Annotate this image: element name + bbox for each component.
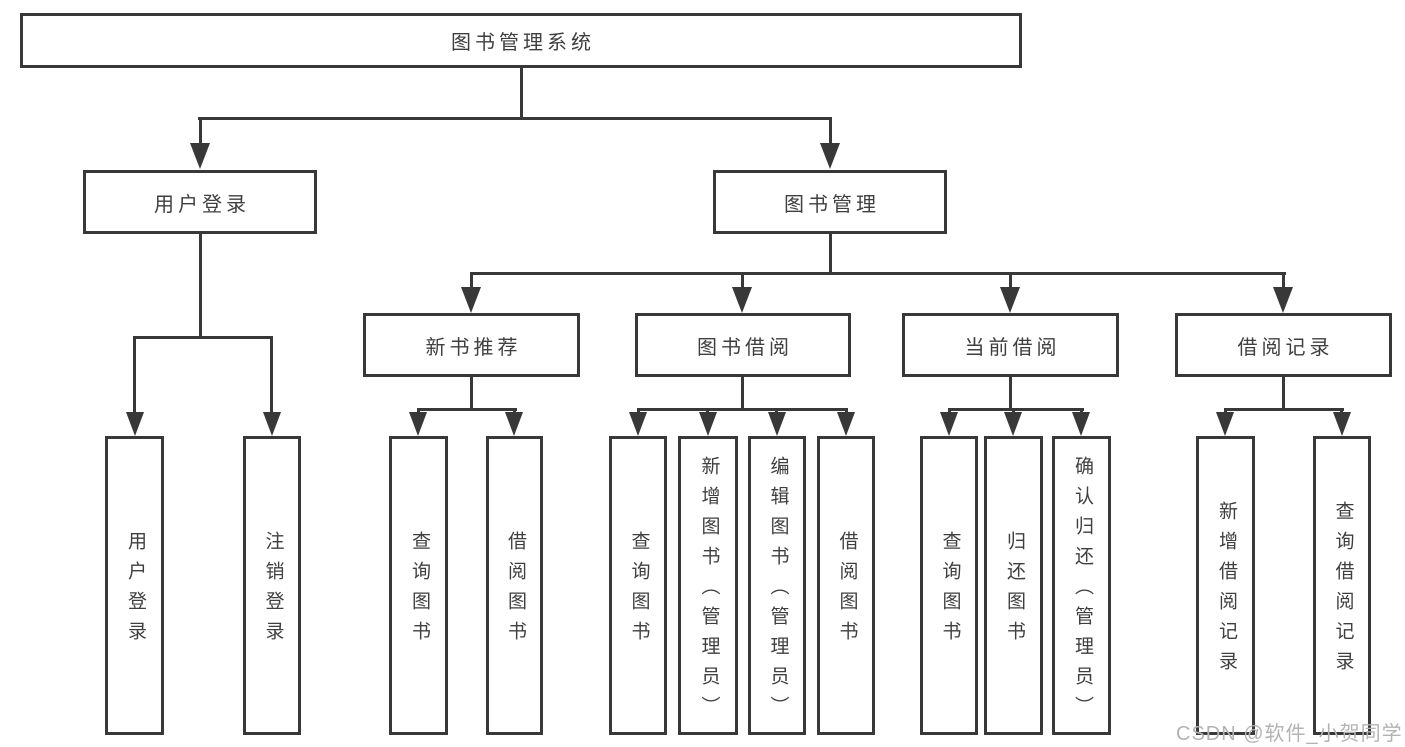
- node-label: 注销登录: [262, 531, 284, 651]
- node-label: 图书借阅: [697, 336, 793, 359]
- leaf-query-books-recommend: 查询图书: [389, 436, 448, 735]
- arrowhead-down-icon: [263, 412, 281, 436]
- leaf-add-book-admin: 新增图书（管理员）: [678, 436, 738, 735]
- node-label: 新书推荐: [425, 336, 522, 359]
- arrowhead-down-icon: [699, 412, 717, 436]
- connector-line: [829, 234, 832, 272]
- node-book-borrowing: 图书借阅: [635, 313, 851, 377]
- arrowhead-down-icon: [1216, 412, 1234, 436]
- leaf-user-login: 用户登录: [105, 436, 164, 735]
- arrowhead-down-icon: [820, 143, 840, 169]
- node-label: 图书管理系统: [451, 32, 595, 54]
- arrowhead-down-icon: [629, 412, 647, 436]
- node-label: 新增图书（管理员）: [698, 456, 720, 726]
- node-label: 当前借阅: [964, 336, 1061, 359]
- node-label: 确认归还（管理员）: [1071, 456, 1093, 726]
- leaf-logout: 注销登录: [243, 436, 301, 735]
- leaf-edit-book-admin: 编辑图书（管理员）: [748, 436, 806, 735]
- connector-line: [1009, 272, 1012, 289]
- leaf-query-books-borrowing: 查询图书: [609, 436, 667, 735]
- connector-line: [133, 336, 136, 414]
- connector-line: [1224, 408, 1344, 411]
- connector-line: [198, 117, 832, 120]
- connector-line: [199, 117, 202, 147]
- arrowhead-down-icon: [1273, 287, 1293, 313]
- arrowhead-down-icon: [126, 412, 144, 436]
- node-new-book-recommend: 新书推荐: [363, 313, 580, 377]
- connector-line: [470, 272, 1286, 275]
- connector-line: [741, 272, 744, 289]
- node-label: 编辑图书（管理员）: [767, 456, 789, 726]
- connector-line: [637, 408, 848, 411]
- leaf-query-books-current: 查询图书: [920, 436, 978, 735]
- node-label: 用户登录: [154, 193, 250, 216]
- connector-line: [948, 408, 1084, 411]
- arrowhead-down-icon: [461, 287, 481, 313]
- arrowhead-down-icon: [1004, 412, 1022, 436]
- arrowhead-down-icon: [1072, 412, 1090, 436]
- node-label: 借阅图书: [504, 531, 526, 651]
- arrowhead-down-icon: [768, 412, 786, 436]
- node-label: 新增借阅记录: [1215, 501, 1237, 681]
- node-root: 图书管理系统: [20, 13, 1022, 68]
- arrowhead-down-icon: [1333, 412, 1351, 436]
- node-book-management: 图书管理: [713, 170, 947, 234]
- arrowhead-down-icon: [732, 287, 752, 313]
- node-label: 查询借阅记录: [1332, 501, 1354, 681]
- arrowhead-down-icon: [1000, 287, 1020, 313]
- node-label: 图书管理: [784, 193, 880, 216]
- connector-line: [470, 377, 473, 410]
- connector-line: [470, 272, 473, 289]
- node-borrowing-records: 借阅记录: [1175, 313, 1392, 377]
- leaf-borrow-books-recommend: 借阅图书: [486, 436, 543, 735]
- node-label: 归还图书: [1003, 531, 1025, 651]
- arrowhead-down-icon: [940, 412, 958, 436]
- leaf-borrow-books-borrowing: 借阅图书: [817, 436, 875, 735]
- connector-line: [829, 117, 832, 147]
- leaf-return-book: 归还图书: [984, 436, 1043, 735]
- leaf-query-borrow-record: 查询借阅记录: [1313, 436, 1371, 735]
- connector-line: [1009, 377, 1012, 410]
- connector-line: [199, 234, 202, 336]
- connector-line: [133, 336, 273, 339]
- connector-line: [270, 336, 273, 414]
- watermark: CSDN @软件_小贺同学: [1176, 723, 1403, 745]
- connector-line: [417, 408, 517, 411]
- node-current-borrowing: 当前借阅: [902, 313, 1119, 377]
- connector-line: [1282, 272, 1285, 289]
- node-user-login: 用户登录: [83, 170, 317, 234]
- node-label: 查询图书: [628, 531, 650, 651]
- node-label: 借阅记录: [1237, 336, 1334, 359]
- connector-line: [1282, 377, 1285, 408]
- arrowhead-down-icon: [505, 412, 523, 436]
- connector-line: [741, 377, 744, 410]
- node-label: 借阅图书: [836, 531, 858, 651]
- node-label: 查询图书: [408, 531, 430, 651]
- node-label: 用户登录: [124, 531, 146, 651]
- leaf-add-borrow-record: 新增借阅记录: [1196, 436, 1255, 735]
- node-label: 查询图书: [939, 531, 961, 651]
- connector-line: [520, 68, 523, 117]
- arrowhead-down-icon: [837, 412, 855, 436]
- arrowhead-down-icon: [190, 143, 210, 169]
- arrowhead-down-icon: [409, 412, 427, 436]
- leaf-confirm-return-admin: 确认归还（管理员）: [1052, 436, 1111, 735]
